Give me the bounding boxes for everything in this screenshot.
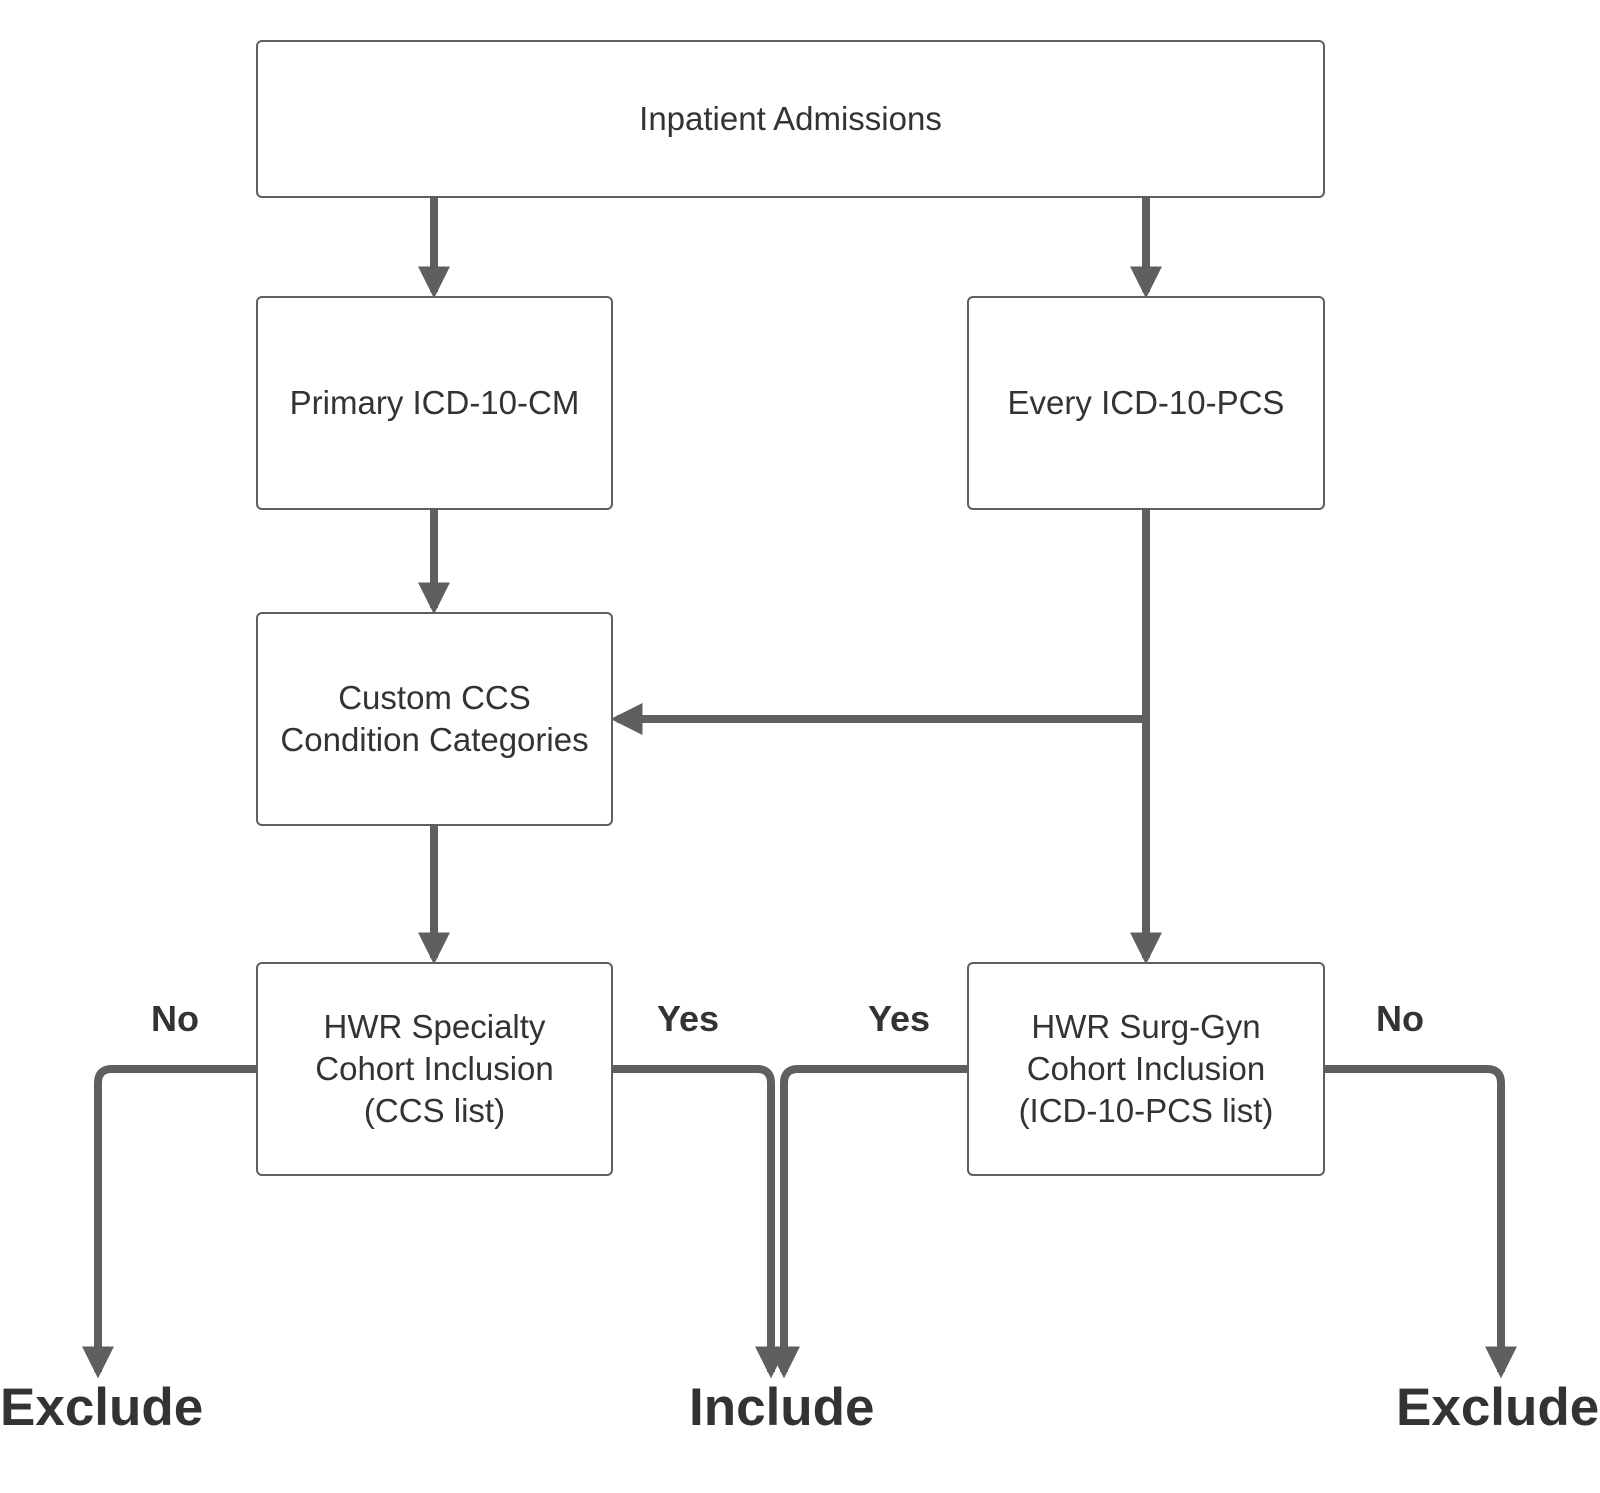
outcome-exclude-left: Exclude: [0, 1378, 204, 1437]
custom-ccs-box: Custom CCS Condition Categories: [256, 612, 613, 826]
hwr-specialty-label: HWR Specialty Cohort Inclusion (CCS list…: [315, 1008, 554, 1129]
edge-label-no-left: No: [151, 998, 199, 1039]
outcome-exclude-right: Exclude: [1396, 1378, 1600, 1437]
hwr-surggyn-label: HWR Surg-Gyn Cohort Inclusion (ICD-10-PC…: [1018, 1008, 1274, 1129]
edge-label-no-right: No: [1376, 998, 1424, 1039]
inpatient-admissions-box: Inpatient Admissions: [256, 40, 1325, 198]
inpatient-admissions-label: Inpatient Admissions: [639, 100, 942, 137]
every-icd10pcs-box: Every ICD-10-PCS: [967, 296, 1325, 510]
arrow-specialty-yes-to-include: [613, 1065, 787, 1379]
edge-label-yes-right: Yes: [868, 998, 931, 1039]
arrow-surggyn-yes-to-include: [768, 1065, 967, 1379]
custom-ccs-label: Custom CCS Condition Categories: [280, 679, 589, 758]
arrow-surggyn-no-to-exclude: [1325, 1065, 1517, 1379]
hwr-surggyn-box: HWR Surg-Gyn Cohort Inclusion (ICD-10-PC…: [967, 962, 1325, 1176]
every-icd10pcs-label: Every ICD-10-PCS: [1007, 384, 1285, 421]
primary-icd10cm-box: Primary ICD-10-CM: [256, 296, 613, 510]
primary-icd10cm-label: Primary ICD-10-CM: [289, 384, 580, 421]
hwr-specialty-box: HWR Specialty Cohort Inclusion (CCS list…: [256, 962, 613, 1176]
arrow-specialty-no-to-exclude: [82, 1065, 256, 1379]
edge-label-yes-left: Yes: [657, 998, 720, 1039]
outcome-include: Include: [689, 1378, 875, 1437]
